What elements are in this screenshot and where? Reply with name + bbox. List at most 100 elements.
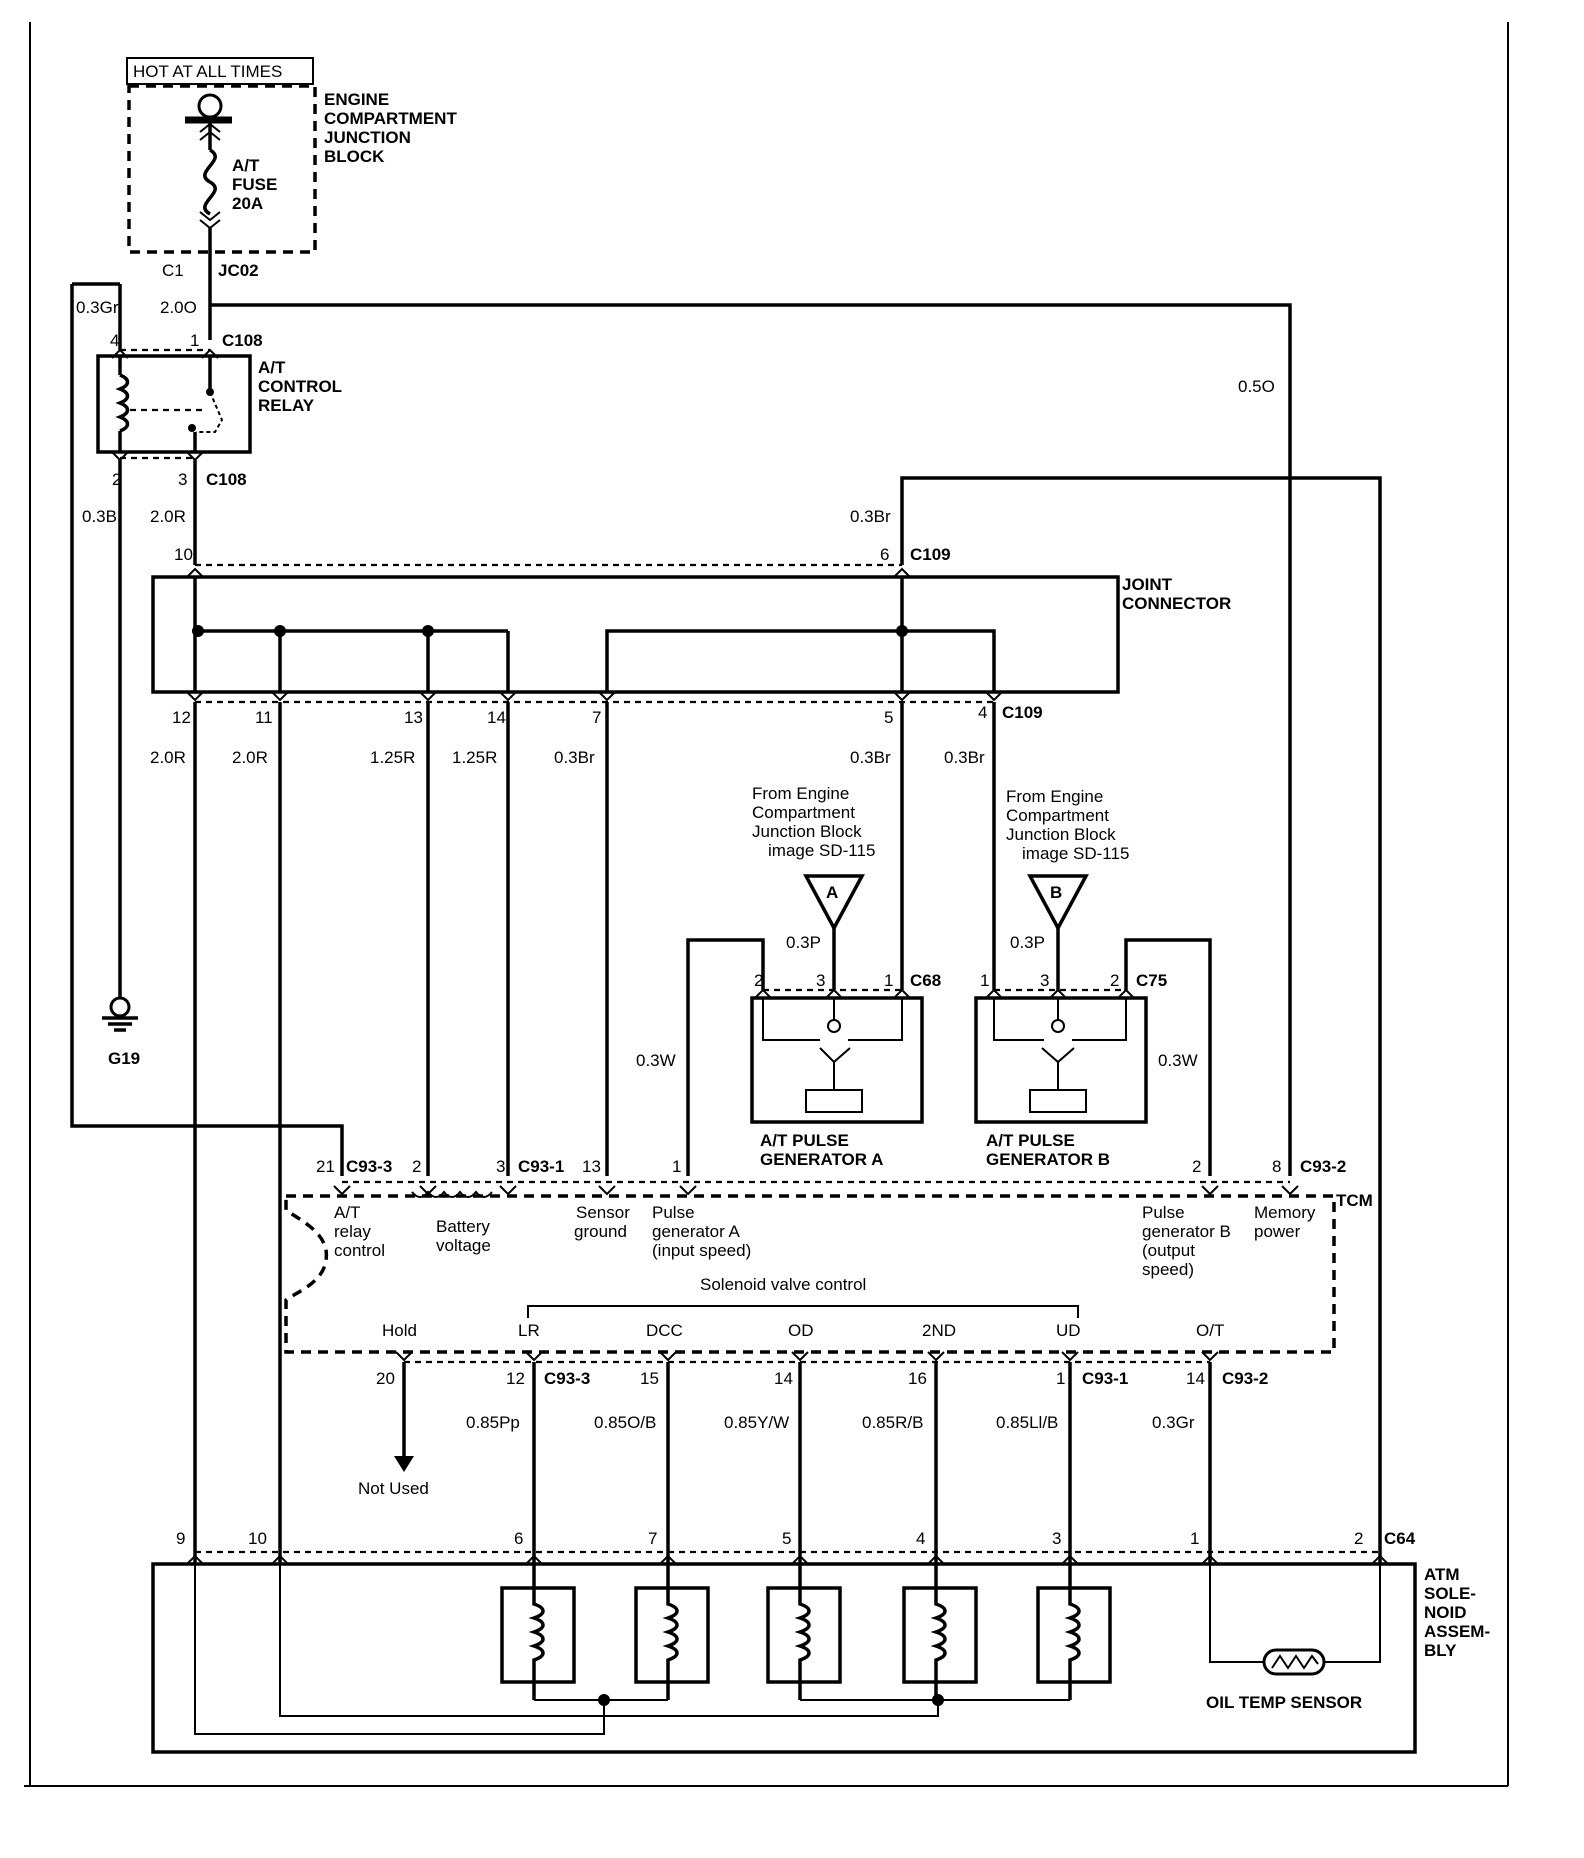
wire-label-0.85yw: 0.85Y/W <box>724 1413 789 1432</box>
pgb-transistor <box>1041 1047 1075 1090</box>
pin-c75-1: 1 <box>980 971 989 990</box>
pin-relay-3: 3 <box>178 470 187 489</box>
tcm-sensor-ground-2: ground <box>574 1222 627 1241</box>
from-ecjb-a-4: image SD-115 <box>768 841 875 860</box>
c109-top: C109 <box>910 545 951 564</box>
tcm-at-relay-3: control <box>334 1241 385 1260</box>
solenoid-return-b <box>279 1564 939 1717</box>
pin-c93-3-12: 12 <box>506 1369 525 1388</box>
wire-label-0.3gr: 0.3Gr <box>76 298 119 317</box>
conn-jc02: JC02 <box>218 261 259 280</box>
fuse-label-2: FUSE <box>232 175 277 194</box>
pin-c93-16: 16 <box>908 1369 927 1388</box>
from-ecjb-b-2: Compartment <box>1006 806 1109 825</box>
pin-c64-1: 1 <box>1190 1529 1199 1548</box>
connector-marker-b <box>1027 874 1089 932</box>
pin-c93-2-14: 14 <box>1186 1369 1205 1388</box>
relay-label-2: CONTROL <box>258 377 342 396</box>
c93-2-bottom: C93-2 <box>1222 1369 1268 1388</box>
solenoid-ud <box>1036 1564 1112 1700</box>
page-frame <box>24 22 1509 1787</box>
fuse-terminal-bottom <box>199 211 221 230</box>
jb-label-4: BLOCK <box>324 147 385 166</box>
fuse-label-3: 20A <box>232 194 263 213</box>
tcm-pulse-b-2: generator B <box>1142 1222 1231 1241</box>
c93-3-bottom: C93-3 <box>544 1369 590 1388</box>
tcm-at-relay-2: relay <box>334 1222 371 1241</box>
pga-transistor <box>819 1047 851 1090</box>
c64-label: C64 <box>1384 1529 1416 1548</box>
wire-label-0.3w-a: 0.3W <box>636 1051 676 1070</box>
from-ecjb-a-1: From Engine <box>752 784 849 803</box>
not-used-arrow-icon <box>394 1456 414 1472</box>
solenoid-dcc <box>634 1564 710 1700</box>
pgb-label-2: GENERATOR B <box>986 1150 1110 1169</box>
pin-c68-3: 3 <box>816 971 825 990</box>
oil-temp-label: OIL TEMP SENSOR <box>1206 1693 1362 1712</box>
wire-label-0.85lb: 0.85Ll/B <box>996 1413 1058 1432</box>
atm-label-2: SOLE- <box>1424 1584 1476 1603</box>
pin-c64-10: 10 <box>248 1529 267 1548</box>
joint-terminals-top <box>186 567 911 578</box>
pin-relay-2: 2 <box>112 470 121 489</box>
fuse-label-1: A/T <box>232 156 260 175</box>
wire-label-1.25r-14: 1.25R <box>452 748 497 767</box>
wire-0.3gr-relay-control <box>70 284 344 1176</box>
ground-label: G19 <box>108 1049 140 1068</box>
c108-bottom: C108 <box>206 470 247 489</box>
tcm-hold: Hold <box>382 1321 417 1340</box>
from-ecjb-b-4: image SD-115 <box>1022 844 1129 863</box>
c64-terminals <box>186 1554 1389 1565</box>
pin-c68-2: 2 <box>754 971 763 990</box>
c93-bottom-terminals <box>395 1351 1219 1362</box>
solenoid-lr <box>500 1564 576 1700</box>
pin-c64-4: 4 <box>916 1529 925 1548</box>
connector-marker-a <box>803 874 865 932</box>
tcm-battery-1: Battery <box>436 1217 490 1236</box>
tcm-box <box>284 1194 1336 1354</box>
pin-c93-1-3: 3 <box>496 1157 505 1176</box>
atm-label-3: NOID <box>1424 1603 1467 1622</box>
ground-icon <box>102 1016 138 1032</box>
pin-c109-13: 13 <box>404 708 423 727</box>
c108-top: C108 <box>222 331 263 350</box>
pin-c64-6: 6 <box>514 1529 523 1548</box>
wire-label-0.3br-4: 0.3Br <box>944 748 985 767</box>
joint-terminals-bottom <box>186 691 1003 702</box>
jb-label-3: JUNCTION <box>324 128 411 147</box>
from-ecjb-a-2: Compartment <box>752 803 855 822</box>
battery-bracket <box>411 1190 493 1198</box>
pga-label-1: A/T PULSE <box>760 1131 849 1150</box>
c93-3-top: C93-3 <box>346 1157 392 1176</box>
pgb-sensor-dot <box>1051 1019 1065 1033</box>
c75-label: C75 <box>1136 971 1167 990</box>
relay-coil <box>115 373 130 433</box>
fuse-terminal-top <box>199 122 221 141</box>
tcm-ot: O/T <box>1196 1321 1224 1340</box>
wire-label-0.85ob: 0.85O/B <box>594 1413 656 1432</box>
tcm-pulse-b-1: Pulse <box>1142 1203 1185 1222</box>
c93-top-terminals <box>333 1185 1299 1196</box>
tcm-dcc: DCC <box>646 1321 683 1340</box>
not-used-label: Not Used <box>358 1479 429 1498</box>
tcm-lr: LR <box>518 1321 540 1340</box>
wire-label-0.3br-top: 0.3Br <box>850 507 891 526</box>
c93-1-bottom: C93-1 <box>1082 1369 1128 1388</box>
pin-c64-2: 2 <box>1354 1529 1363 1548</box>
pin-relay-1: 1 <box>190 331 199 350</box>
pin-c109-6: 6 <box>880 545 889 564</box>
atm-label-5: BLY <box>1424 1641 1457 1660</box>
hot-label: HOT AT ALL TIMES <box>133 62 282 81</box>
tcm-battery-2: voltage <box>436 1236 491 1255</box>
pgb-terminals <box>985 988 1135 999</box>
relay-label-1: A/T <box>258 358 286 377</box>
pin-c109-4: 4 <box>978 703 987 722</box>
jb-label-1: ENGINE <box>324 90 389 109</box>
c68-label: C68 <box>910 971 941 990</box>
wire-label-0.85rb: 0.85R/B <box>862 1413 923 1432</box>
pulse-generator-b <box>974 996 1148 1124</box>
jb-label-2: COMPARTMENT <box>324 109 457 128</box>
pga-label-2: GENERATOR A <box>760 1150 883 1169</box>
wire-label-0.5o: 0.5O <box>1238 377 1275 396</box>
